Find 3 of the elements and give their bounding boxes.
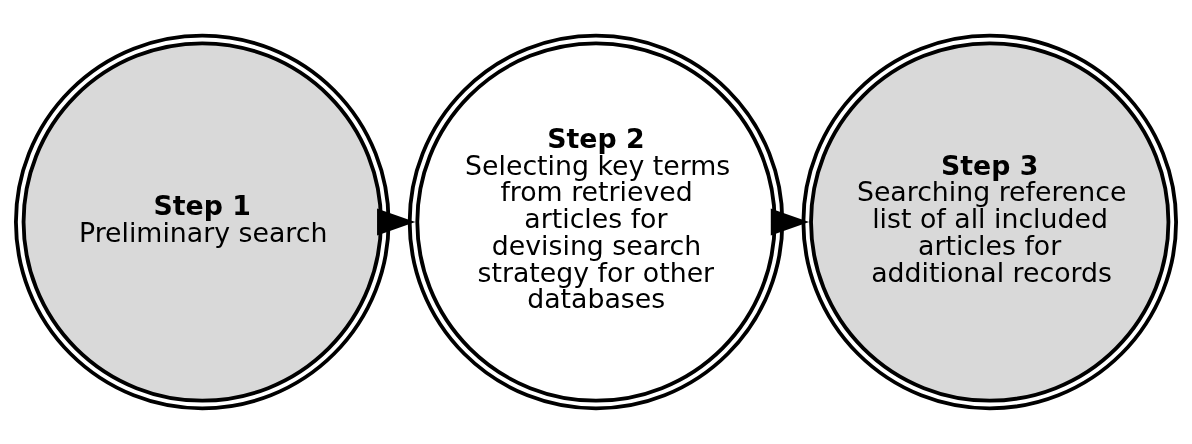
node-circle: Step 3 Searching reference list of all included articles for additional records [801,33,1178,411]
arrow [770,208,810,236]
arrow [377,208,416,236]
